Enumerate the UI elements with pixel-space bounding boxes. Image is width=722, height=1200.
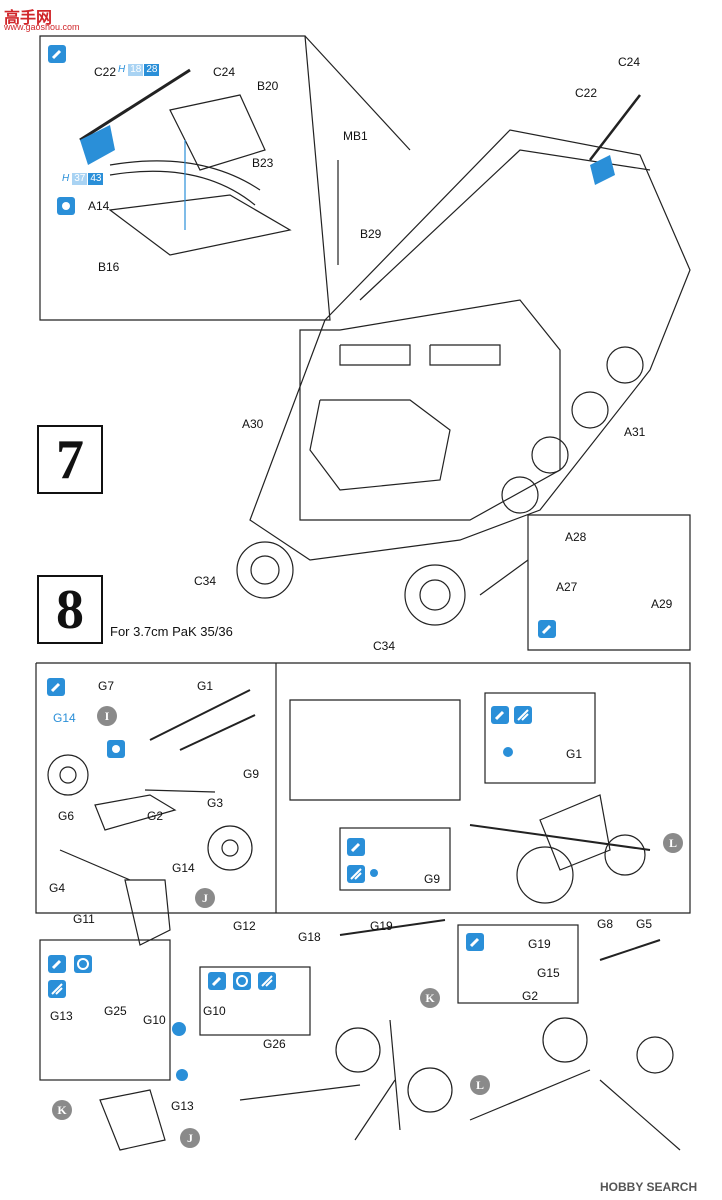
- step-8-number: 8: [37, 575, 103, 644]
- glue-icon-step8: [47, 678, 65, 696]
- inset-g19: [457, 924, 579, 1004]
- highlight-c22: [80, 125, 115, 165]
- rotate-icon-g10: [233, 972, 251, 990]
- label-g4: G4: [49, 881, 66, 895]
- label-g6: G6: [58, 809, 75, 823]
- glue-icon-g9: [347, 838, 365, 856]
- options-icon: [57, 197, 75, 215]
- label-a14: A14: [88, 199, 110, 213]
- highlight-g9: [370, 869, 378, 877]
- rotate-icon-g13: [74, 955, 92, 973]
- watermark-brand: 高手网: [4, 10, 53, 27]
- glue-icon: [48, 45, 66, 63]
- label-g1-a: G1: [197, 679, 214, 693]
- label-b20: B20: [257, 79, 279, 93]
- step-7-number: 7: [37, 425, 103, 494]
- label-g10-b: G10: [203, 1004, 226, 1018]
- circle-tag-i: I: [97, 706, 117, 726]
- label-b29: B29: [360, 227, 382, 241]
- label-g2-a: G2: [147, 809, 164, 823]
- step8-frame: [35, 662, 691, 914]
- paint-icon-g1: [514, 706, 532, 724]
- circle-tag-k-lower: K: [52, 1100, 72, 1120]
- label-g9-b: G9: [424, 872, 441, 886]
- label-g11: G11: [73, 912, 95, 926]
- label-g14-b: G14: [172, 861, 195, 875]
- inset-g13: [39, 939, 171, 1081]
- highlight-c22-b: [590, 155, 615, 185]
- label-c34-b: C34: [373, 639, 396, 653]
- halftrack-hull: [249, 129, 691, 561]
- label-g1-b: G1: [566, 747, 583, 761]
- label-g12: G12: [233, 919, 256, 933]
- highlight-g13: [176, 1069, 188, 1081]
- label-c24-b: C24: [618, 55, 641, 69]
- label-a31: A31: [624, 425, 646, 439]
- label-g19-a: G19: [370, 919, 393, 933]
- label-g5: G5: [636, 917, 653, 931]
- label-g25: G25: [104, 1004, 127, 1018]
- label-g15: G15: [537, 966, 560, 980]
- label-g13-a: G13: [50, 1009, 73, 1023]
- inset-g10: [199, 966, 311, 1036]
- label-b23: B23: [252, 156, 274, 170]
- glue-icon-g10: [208, 972, 226, 990]
- label-g8: G8: [597, 917, 614, 931]
- label-g14-a: G14: [53, 711, 76, 725]
- label-c34-a: C34: [194, 574, 217, 588]
- label-a29: A29: [651, 597, 673, 611]
- step-8-caption: For 3.7cm PaK 35/36: [110, 624, 233, 639]
- circle-tag-l-lower: L: [470, 1075, 490, 1095]
- circle-tag-l-upper: L: [663, 833, 683, 853]
- label-g18: G18: [298, 930, 321, 944]
- label-a27: A27: [556, 580, 578, 594]
- watermark-url: www.gaoshou.com: [4, 22, 80, 32]
- glue-icon-g13: [48, 955, 66, 973]
- label-g2-b: G2: [522, 989, 539, 1003]
- circle-tag-j-lower: J: [180, 1128, 200, 1148]
- circle-tag-j: J: [195, 888, 215, 908]
- inset-g9: [339, 827, 451, 891]
- label-g10-a: G10: [143, 1013, 166, 1027]
- label-g19-b: G19: [528, 937, 551, 951]
- highlight-g10: [172, 1022, 186, 1036]
- inset-frame-top-left: [39, 35, 331, 321]
- inset-g1: [484, 692, 596, 784]
- label-g7: G7: [98, 679, 115, 693]
- inset-frame-a27: [527, 514, 691, 651]
- paint-icon-g10: [258, 972, 276, 990]
- paint-icon-g13: [48, 980, 66, 998]
- label-c22-b: C22: [575, 86, 598, 100]
- highlight-g1: [503, 747, 513, 757]
- watermark-hobbysearch: HOBBY SEARCH: [600, 1180, 698, 1194]
- label-g9-a: G9: [243, 767, 260, 781]
- paint-icon-g9: [347, 865, 365, 883]
- label-a30: A30: [242, 417, 264, 431]
- label-c24-a: C24: [213, 65, 236, 79]
- glue-icon-g19: [466, 933, 484, 951]
- options-icon-step8: [107, 740, 125, 758]
- label-g3: G3: [207, 796, 224, 810]
- label-mb1: MB1: [343, 129, 368, 143]
- label-c22-a: C22: [94, 65, 117, 79]
- label-a28: A28: [565, 530, 587, 544]
- circle-tag-k: K: [420, 988, 440, 1008]
- glue-icon-a27: [538, 620, 556, 638]
- label-b16: B16: [98, 260, 120, 274]
- label-g13-b: G13: [171, 1099, 194, 1113]
- label-g26: G26: [263, 1037, 286, 1051]
- glue-icon-g1: [491, 706, 509, 724]
